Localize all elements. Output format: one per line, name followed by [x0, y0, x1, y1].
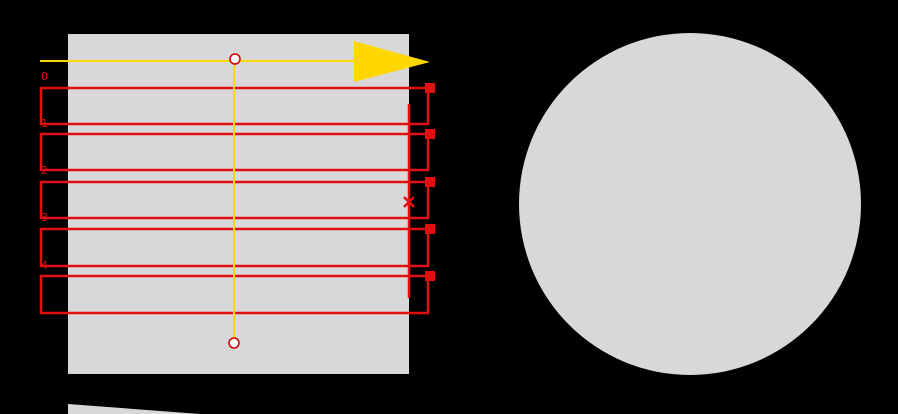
corner-marker-2[interactable]: [425, 177, 435, 187]
row-label-4: 4: [41, 259, 48, 272]
arrowhead-right-icon[interactable]: [354, 41, 430, 82]
corner-marker-1[interactable]: [425, 129, 435, 139]
circle-specimen: [519, 33, 861, 375]
corner-marker-0[interactable]: [425, 83, 435, 93]
corner-marker-4[interactable]: [425, 271, 435, 281]
raster-row-3: [39, 227, 430, 268]
row-label-3: 3: [41, 211, 48, 224]
bottom-handle[interactable]: [228, 337, 240, 349]
row-label-2: 2: [41, 164, 48, 177]
x-mark-icon[interactable]: [403, 196, 415, 208]
row-label-1: 1: [41, 117, 48, 130]
raster-row-0: [39, 86, 430, 126]
square-specimen: [68, 34, 409, 374]
row-label-0: 0: [41, 70, 48, 83]
partial-specimen: [68, 404, 200, 414]
raster-row-1: [39, 132, 430, 172]
raster-row-2: [39, 180, 430, 220]
top-handle[interactable]: [229, 53, 241, 65]
raster-row-4: [39, 274, 430, 315]
corner-marker-3[interactable]: [425, 224, 435, 234]
